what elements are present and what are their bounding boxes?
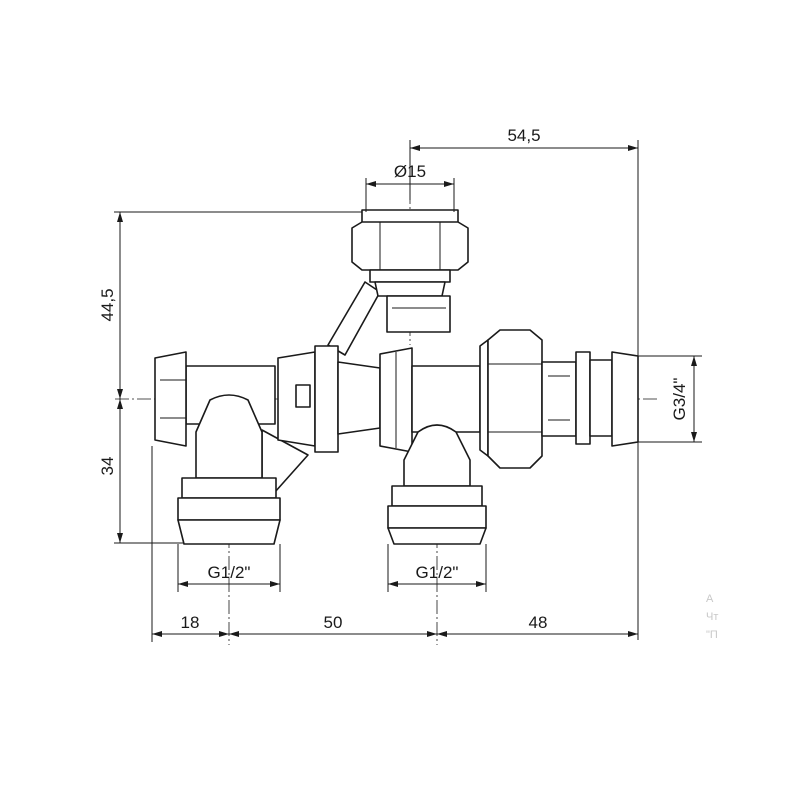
watermark-line-3: "П [706,629,718,641]
dim-overall-width: 54,5 [507,126,540,145]
watermark-line-1: А [706,593,714,605]
dim-span-left: 18 [181,613,200,632]
dim-span-right: 48 [529,613,548,632]
dim-center-thread: G1/2" [416,563,459,582]
watermark: А Чт "П [706,593,718,641]
dimension-labels: 54,5 Ø15 44,5 34 G3/4" G1/2" G1/2" 18 50… [98,126,689,632]
dim-side-thread: G3/4" [670,378,689,421]
dim-span-middle: 50 [324,613,343,632]
dim-upper-height: 44,5 [98,288,117,321]
dimension-lines [114,140,702,642]
dim-top-diameter: Ø15 [394,162,426,181]
valve-body [154,209,639,545]
dimension-arrows [117,145,697,637]
dim-lower-height: 34 [98,457,117,476]
watermark-line-2: Чт [706,611,718,623]
dim-left-thread: G1/2" [208,563,251,582]
